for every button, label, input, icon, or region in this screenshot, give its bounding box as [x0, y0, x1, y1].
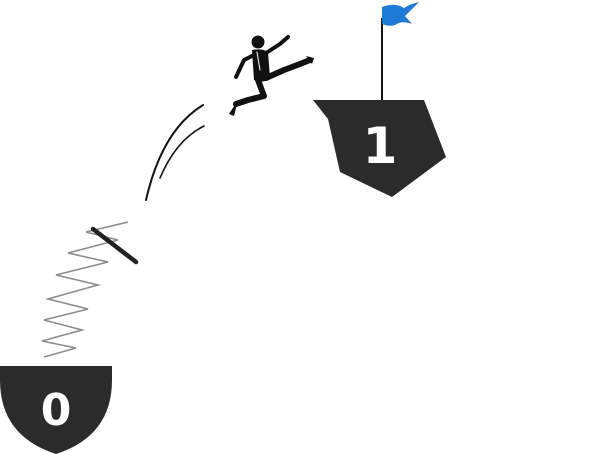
motion-lines-icon — [145, 104, 205, 201]
platform-start-label: 0 — [41, 385, 72, 436]
platform-goal: 1 — [313, 100, 446, 197]
spring-icon — [41, 221, 139, 358]
platform-start: 0 — [0, 366, 112, 454]
jumping-person-icon — [229, 35, 314, 116]
flag-icon — [381, 2, 419, 102]
platform-goal-label: 1 — [363, 117, 398, 175]
